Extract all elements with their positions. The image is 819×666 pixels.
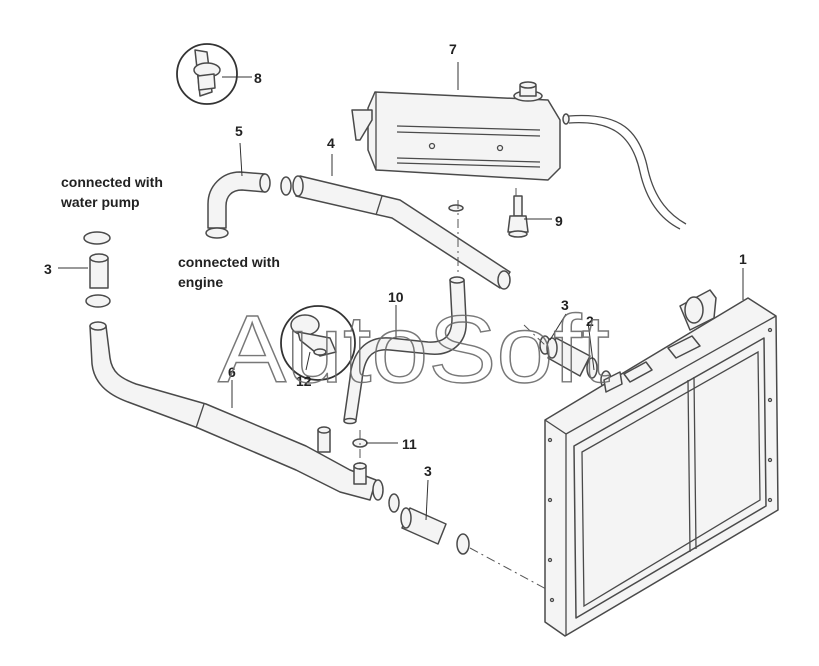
callout-4: 4 xyxy=(327,135,335,151)
callout-3-left: 3 xyxy=(44,261,52,277)
callout-11: 11 xyxy=(402,436,417,452)
radiator xyxy=(544,289,779,637)
hose-3-upper xyxy=(83,231,111,308)
pipe-4 xyxy=(292,175,511,290)
callout-5: 5 xyxy=(235,123,243,139)
callout-1: 1 xyxy=(739,251,747,267)
note-engine-line2: engine xyxy=(178,274,223,290)
callout-12: 12 xyxy=(296,373,312,389)
pipe-10 xyxy=(343,276,467,425)
leader-lines xyxy=(58,62,744,521)
note-water-pump-line2: water pump xyxy=(60,194,140,210)
callout-7: 7 xyxy=(449,41,457,57)
callout-10: 10 xyxy=(388,289,404,305)
note-water-pump-line1: connected with xyxy=(61,174,163,190)
hose-3-lower xyxy=(388,493,470,555)
temperature-sensor xyxy=(507,195,529,238)
note-engine-line1: connected with xyxy=(178,254,280,270)
centerlines xyxy=(359,188,549,591)
detail-circle-12 xyxy=(280,305,356,381)
callout-3-lower: 3 xyxy=(424,463,432,479)
callout-3-right: 3 xyxy=(561,297,569,313)
expansion-tank xyxy=(351,81,687,230)
callout-8: 8 xyxy=(254,70,262,86)
watermark: AutoSoft xyxy=(218,296,610,403)
elbow-hose-5 xyxy=(205,171,292,239)
callout-6: 6 xyxy=(228,364,236,380)
detail-circle-8 xyxy=(176,43,238,105)
callout-2: 2 xyxy=(586,313,594,329)
clamp-small xyxy=(448,204,464,212)
callout-9: 9 xyxy=(555,213,563,229)
